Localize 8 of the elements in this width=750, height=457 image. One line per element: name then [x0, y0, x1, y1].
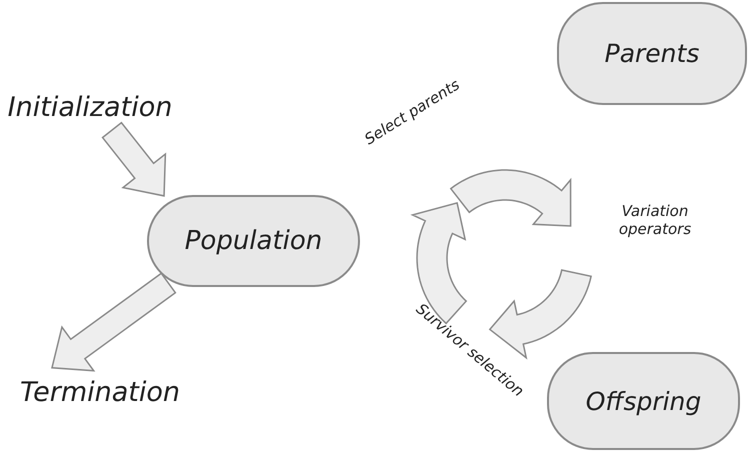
terminal-pill: Parents — [557, 2, 747, 105]
step-label: Initialization — [2, 86, 178, 128]
terminal-pill: Population — [147, 195, 360, 287]
block-arrow — [51, 272, 176, 372]
step-label: Termination — [2, 370, 198, 414]
process-label: Variation operators — [618, 202, 692, 238]
terminal-pill: Offspring — [547, 352, 740, 450]
block-arrow — [102, 122, 166, 197]
